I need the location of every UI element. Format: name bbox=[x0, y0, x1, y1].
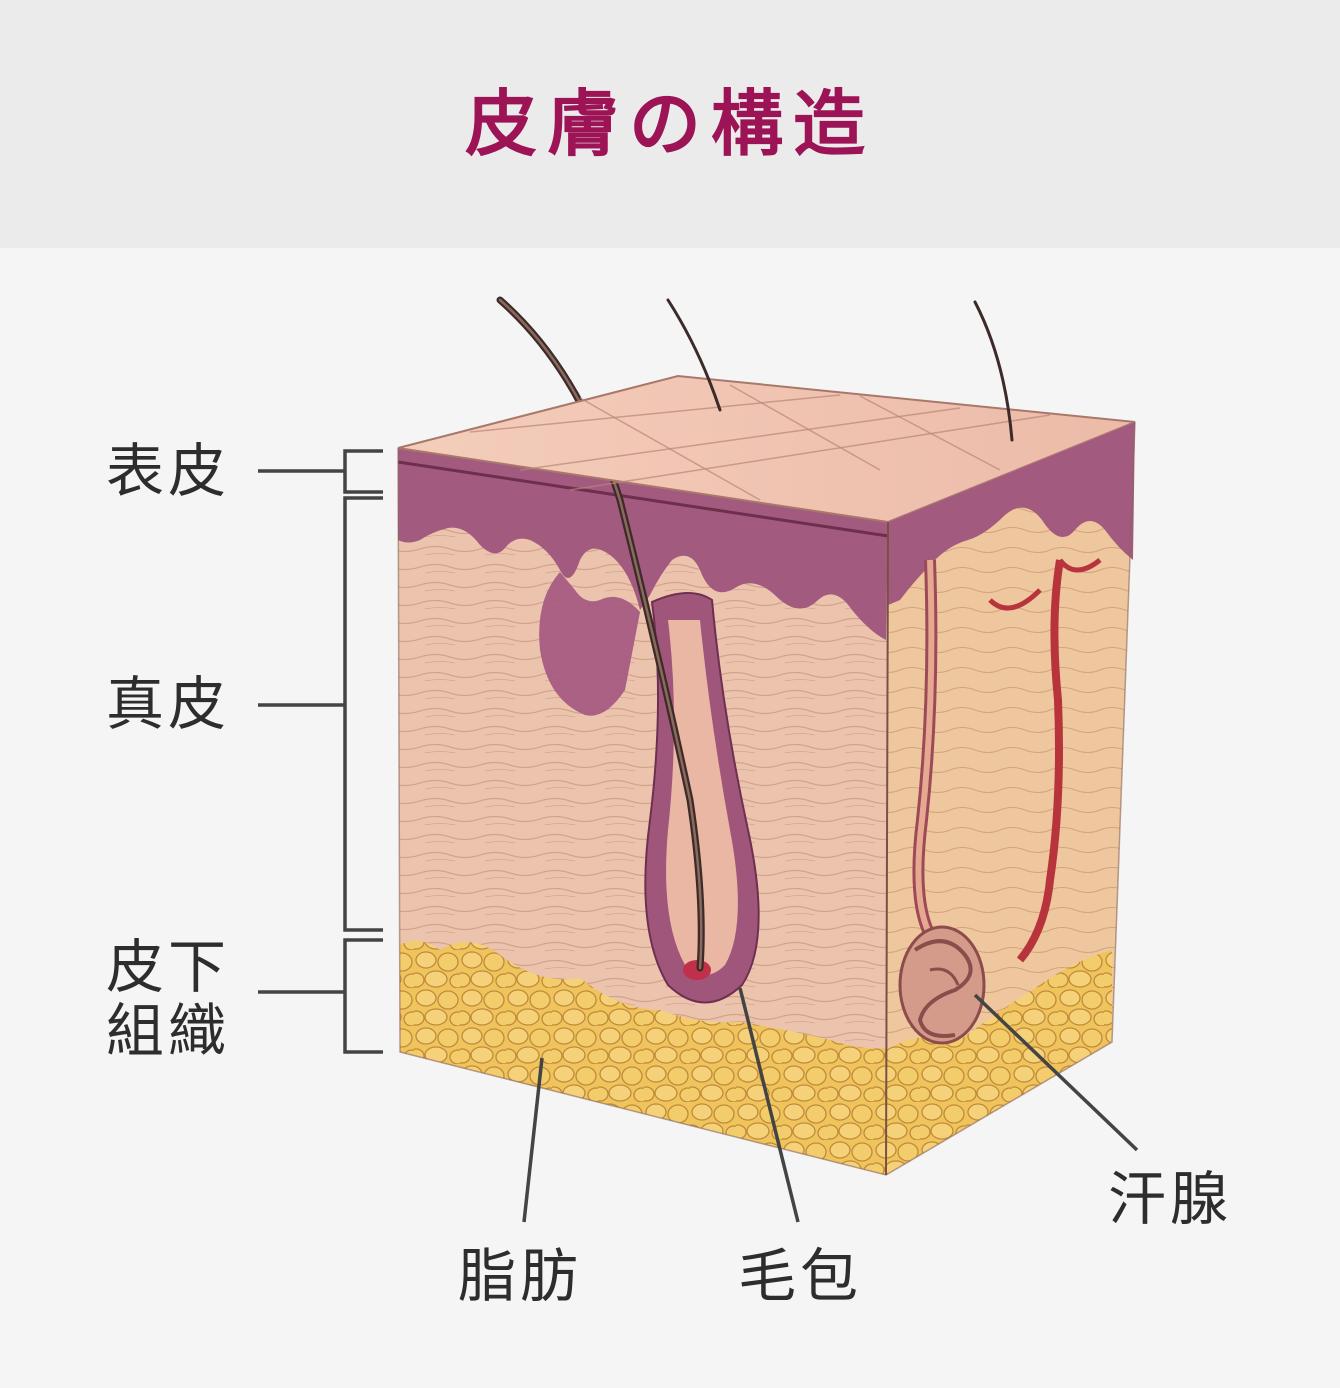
label-dermis: 真皮 bbox=[106, 670, 231, 738]
sweat-gland-pointer-line bbox=[973, 993, 1139, 1152]
epidermis-layer-front bbox=[398, 448, 888, 640]
fat-pointer-line bbox=[522, 1057, 544, 1223]
dermis-bracket bbox=[258, 496, 383, 932]
label-sweat-gland: 汗腺 bbox=[1108, 1165, 1233, 1233]
label-hair-follicle: 毛包 bbox=[738, 1242, 863, 1310]
label-epidermis: 表皮 bbox=[106, 437, 231, 505]
label-fat: 脂肪 bbox=[458, 1242, 583, 1310]
title-banner: 皮膚の構造 bbox=[0, 0, 1340, 248]
page-title: 皮膚の構造 bbox=[464, 81, 875, 166]
epidermis-bracket bbox=[258, 449, 383, 494]
fat-layer-front bbox=[400, 941, 886, 1175]
sweat-gland-coil bbox=[898, 925, 986, 1045]
follicle-pointer-line bbox=[738, 987, 800, 1223]
block-top-face bbox=[397, 298, 1136, 524]
fat-layer-side bbox=[886, 950, 1112, 1175]
epidermis-layer-side bbox=[888, 422, 1135, 605]
subcutaneous-bracket bbox=[258, 938, 383, 1054]
label-subcutaneous: 皮下 組織 bbox=[106, 933, 231, 1065]
block-front-face bbox=[397, 296, 889, 1175]
block-side-face bbox=[886, 422, 1135, 1175]
